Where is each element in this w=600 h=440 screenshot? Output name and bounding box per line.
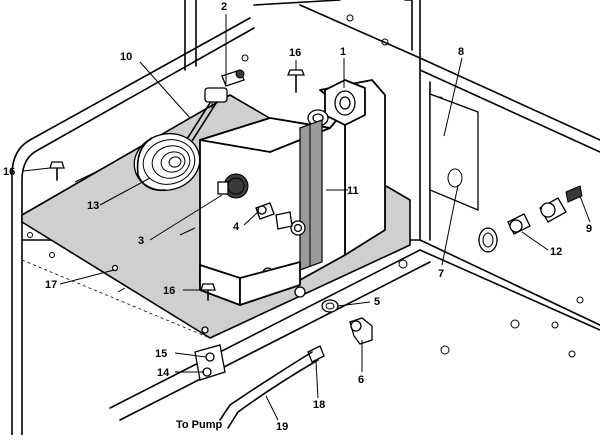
callout-16-bottom: 16: [163, 285, 175, 297]
float-ball: [133, 132, 201, 192]
sight-gauge: [217, 173, 249, 199]
callout-12: 12: [550, 246, 562, 258]
fittings: [49, 69, 583, 381]
callout-17: 17: [45, 279, 57, 291]
callouts: 1 2 3 4 5 6 7 8 9 10 11 12 13 14 15 16 1…: [3, 1, 592, 433]
callout-8: 8: [458, 46, 464, 58]
hose: [219, 351, 319, 429]
callout-2: 2: [221, 1, 227, 13]
callout-9: 9: [586, 223, 592, 235]
callout-3: 3: [138, 235, 144, 247]
callout-7: 7: [438, 268, 444, 280]
callout-6: 6: [358, 374, 364, 386]
callout-5: 5: [374, 296, 380, 308]
callout-16-left: 16: [3, 166, 15, 178]
callout-1: 1: [340, 46, 346, 58]
float-valve: [204, 69, 245, 110]
leader-lines: [22, 14, 591, 421]
callout-4: 4: [233, 221, 240, 233]
to-pump-caption: To Pump: [176, 419, 223, 431]
float-assembly: [133, 69, 245, 192]
callout-15: 15: [155, 348, 167, 360]
callout-13: 13: [87, 200, 99, 212]
callout-14: 14: [157, 367, 170, 379]
tank: [199, 79, 386, 306]
callout-19: 19: [276, 421, 288, 433]
callout-10: 10: [120, 51, 132, 63]
callout-18: 18: [313, 399, 325, 411]
callout-16-top: 16: [289, 47, 301, 59]
callout-11: 11: [347, 185, 359, 197]
